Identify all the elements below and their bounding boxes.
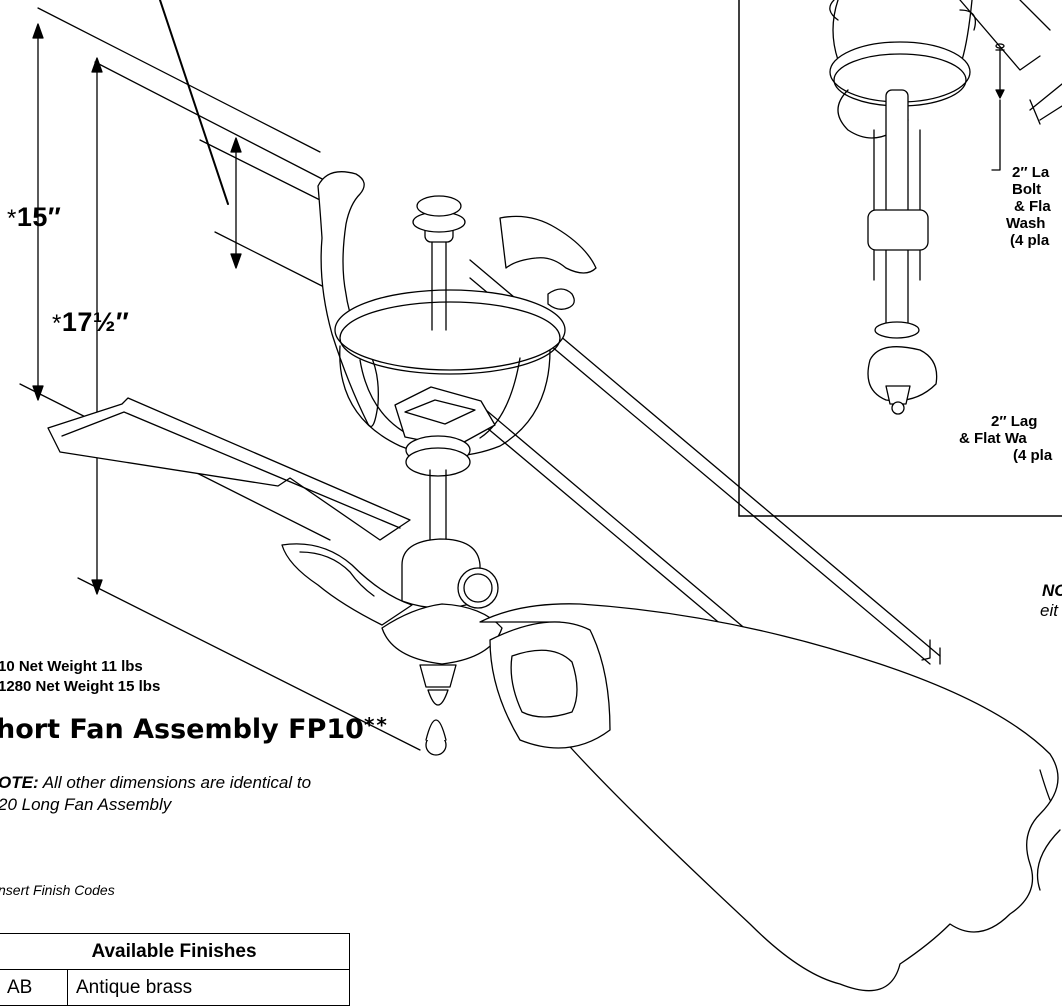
right-note-line-1: NC	[1042, 581, 1062, 600]
mounting-inset-panel	[738, 0, 1062, 517]
lag-bolt-label-a4: Wash	[1006, 215, 1046, 232]
finish-codes-note: nsert Finish Codes	[0, 882, 115, 898]
lag-bolt-label-b3: (4 pla	[1013, 447, 1053, 464]
lag-bolt-label-b1: 2″ Lag	[991, 413, 1038, 430]
finish-code: AB	[0, 969, 68, 1006]
lag-bolt-label-a1: 2″ La	[1012, 164, 1050, 181]
note-line-1: OTE: All other dimensions are identical …	[0, 773, 312, 792]
weight-line-2: 1280 Net Weight 15 lbs	[0, 678, 161, 695]
section-title: hort Fan Assembly FP10**	[0, 713, 389, 745]
lag-bolt-label-a2: Bolt	[1012, 181, 1042, 198]
right-note-line-2: eit	[1040, 601, 1058, 620]
note-line-2: 20 Long Fan Assembly	[0, 795, 172, 814]
ceiling-fan-illustration	[47, 171, 1061, 992]
dimension-15-label: *15″	[7, 202, 62, 232]
dimension-lines	[19, 0, 421, 751]
dimension-17-5-label: *17½″	[52, 307, 130, 337]
lag-bolt-label-a5: (4 pla	[1010, 232, 1050, 249]
table-header-row: Available Finishes	[0, 933, 350, 970]
finishes-table: Available Finishes AB Antique brass	[0, 933, 350, 1006]
lag-bolt-label-a3: & Fla	[1014, 198, 1051, 215]
finishes-header: Available Finishes	[0, 933, 350, 970]
finish-name: Antique brass	[67, 969, 350, 1006]
lag-bolt-label-b2: & Flat Wa	[959, 430, 1027, 447]
table-row: AB Antique brass	[0, 969, 350, 1006]
weight-line-1: 10 Net Weight 11 lbs	[0, 658, 143, 675]
